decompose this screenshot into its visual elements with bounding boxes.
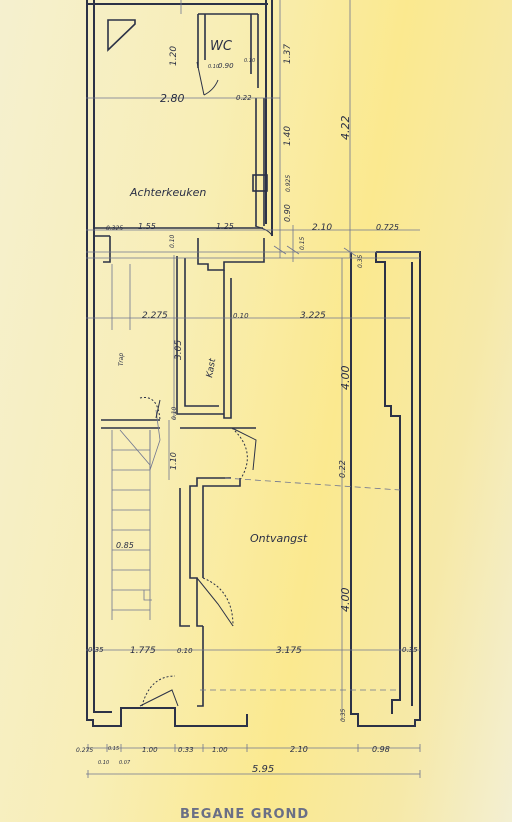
dim-0-10-low: 0.10 [177,647,193,655]
dim-b-1-00-a: 1.00 [142,746,158,754]
dim-0-10-mid: 0.10 [169,234,176,248]
plan-title: BEGANE GROND [180,807,309,822]
dim-1-55: 1.55 [138,222,156,231]
dim-b-1-00-b: 1.00 [212,746,228,754]
dim-4-00-lower: 4.00 [339,588,352,613]
room-label-kast: Kast [205,357,218,378]
dim-b-0-07: 0.07 [119,760,131,766]
dim-0-22-top: 0.22 [236,94,252,102]
room-label-ontvangst: Ontvangst [250,532,308,545]
dim-3-225: 3.225 [300,311,326,321]
dim-0-90-wc: 0.90 [218,62,234,70]
dimension-lines [86,0,421,778]
door-swings [139,61,273,707]
dim-3-05: 3.05 [174,340,184,360]
outer-walls [86,0,421,727]
dim-b-0-98: 0.98 [372,745,390,754]
dim-b-0-33: 0.33 [178,746,194,754]
dim-1-20: 1.20 [169,46,179,66]
room-label-wc: WC [210,39,233,54]
dimension-labels: 1.20 1.37 4.22 1.40 0.925 0.90 0.15 0.35… [76,44,418,775]
dim-0-10-wc-b: 0.10 [244,58,255,64]
dim-1-40: 1.40 [283,126,293,146]
dim-b-5-95: 5.95 [252,764,274,775]
room-label-achterkeuken: Achterkeuken [129,186,206,199]
dim-b-0-275: 0.275 [76,747,93,754]
dim-b-2-10: 2.10 [290,745,308,754]
dim-0-10-wc-a: 0.10 [208,64,219,70]
dim-1-775: 1.775 [130,646,156,656]
dim-4-22: 4.22 [339,116,352,141]
dim-0-35-br: 0.35 [340,708,347,722]
dim-b-0-10: 0.10 [98,760,109,766]
dim-0-325: 0.325 [106,225,123,232]
dim-0-10-wall: 0.10 [233,312,249,320]
dim-0-22-mid: 0.22 [338,460,347,478]
room-labels: WC Achterkeuken Ontvangst Kast Trap [118,39,308,545]
dim-0-725: 0.725 [376,223,399,232]
dim-4-00-upper: 4.00 [339,366,352,391]
dim-2-10-top: 2.10 [312,223,332,233]
dim-0-85: 0.85 [116,541,134,550]
dim-0-35-left: 0.35 [88,646,104,654]
dim-1-25: 1.25 [216,222,234,231]
dim-0-35-tr: 0.35 [357,254,364,268]
internal-walls [94,13,268,707]
dim-1-37: 1.37 [283,44,293,64]
dim-0-15: 0.15 [299,236,306,250]
dim-0-10-corridor: 0.10 [171,406,178,420]
dim-2-275: 2.275 [142,311,168,321]
dim-2-80: 2.80 [160,92,185,105]
dim-3-175: 3.175 [276,646,302,656]
stair-lines [111,264,161,620]
dim-0-90-side: 0.90 [283,204,292,222]
dim-b-0-15: 0.15 [108,746,119,752]
dim-0-35-right: 0.35 [402,646,418,654]
dim-0-925: 0.925 [285,175,292,192]
room-label-trap: Trap [118,353,125,366]
dim-1-10: 1.10 [169,452,178,470]
